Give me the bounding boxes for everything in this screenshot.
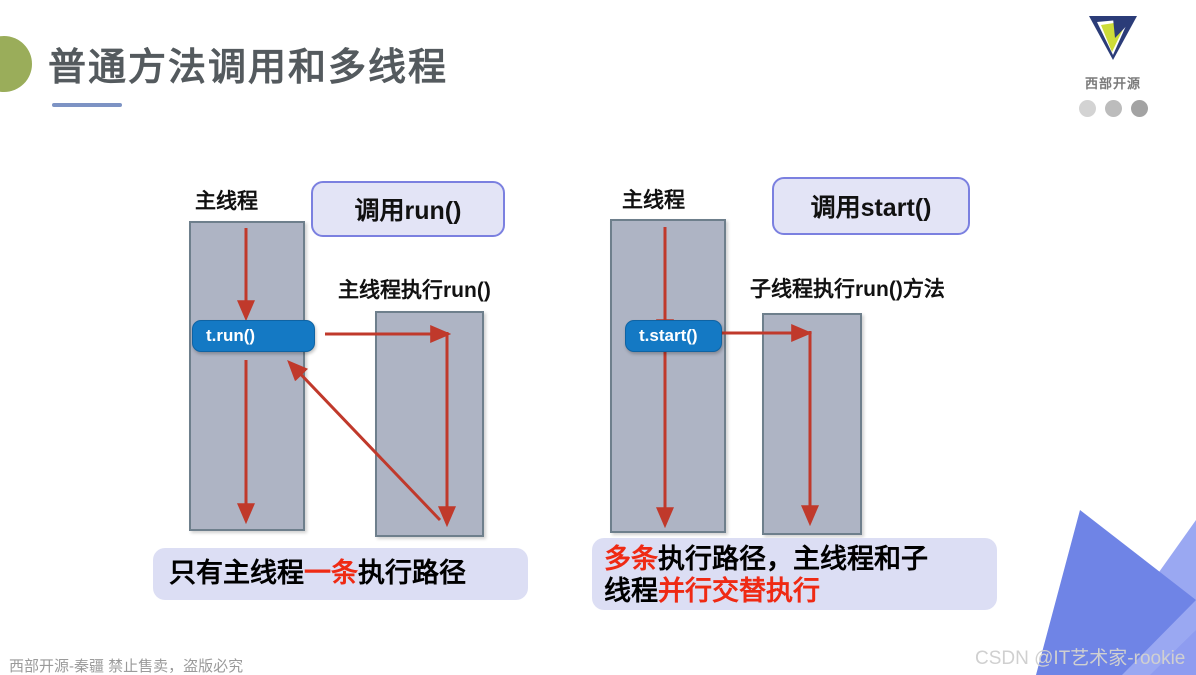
- right-callout-call-start: 调用start(): [772, 177, 970, 235]
- copyright-footer: ：西部开源-秦疆 禁止售卖，盗版必究: [0, 658, 244, 675]
- right-caption-text-1: 执行路径，主线程和子: [658, 544, 928, 574]
- logo-wordmark: 西部开源: [1084, 76, 1141, 91]
- left-method-badge-trun: t.run(): [192, 320, 315, 352]
- left-caption: 只有主线程一条执行路径: [153, 548, 528, 600]
- right-method-badge-tstart: t.start(): [625, 320, 722, 352]
- title-underline: [52, 103, 122, 107]
- logo-dot-2: [1104, 100, 1122, 117]
- left-main-thread-label: 主线程: [195, 190, 258, 213]
- left-caption-part-1: 只有主线程: [169, 558, 304, 589]
- right-caption-line-1: 多条执行路径，主线程和子: [604, 544, 985, 576]
- right-caption-line-2: 线程并行交替执行: [604, 576, 985, 608]
- right-caption-highlight-1: 多条: [604, 544, 658, 574]
- right-main-thread-label: 主线程: [622, 189, 685, 212]
- right-child-thread-box: [762, 313, 862, 535]
- logo-dots: [1068, 100, 1158, 117]
- page-title: 普通方法调用和多线程: [48, 47, 449, 89]
- left-exec-label: 主线程执行run(): [338, 279, 491, 302]
- brand-logo: 西部开源: [1068, 8, 1158, 117]
- left-caption-part-3: 执行路径: [358, 558, 466, 589]
- left-caption-highlight: 一条: [304, 558, 358, 589]
- logo-dot-1: [1078, 100, 1096, 117]
- right-caption-text-2: 线程: [604, 575, 658, 606]
- left-main-thread-box: [189, 221, 305, 531]
- csdn-watermark: CSDN @IT艺术家-rookie: [975, 648, 1186, 669]
- left-callout-call-run: 调用run(): [311, 181, 505, 237]
- right-caption-highlight-2: 并行交替执行: [658, 575, 820, 606]
- triangle-arrow-logo-icon: [1089, 16, 1137, 60]
- logo-dot-3: [1130, 100, 1148, 117]
- right-exec-label: 子线程执行run()方法: [750, 278, 945, 301]
- green-circle-decoration: [0, 36, 32, 92]
- right-main-thread-box: [610, 219, 726, 533]
- left-child-thread-box: [375, 311, 484, 537]
- right-caption: 多条执行路径，主线程和子 线程并行交替执行: [592, 538, 997, 610]
